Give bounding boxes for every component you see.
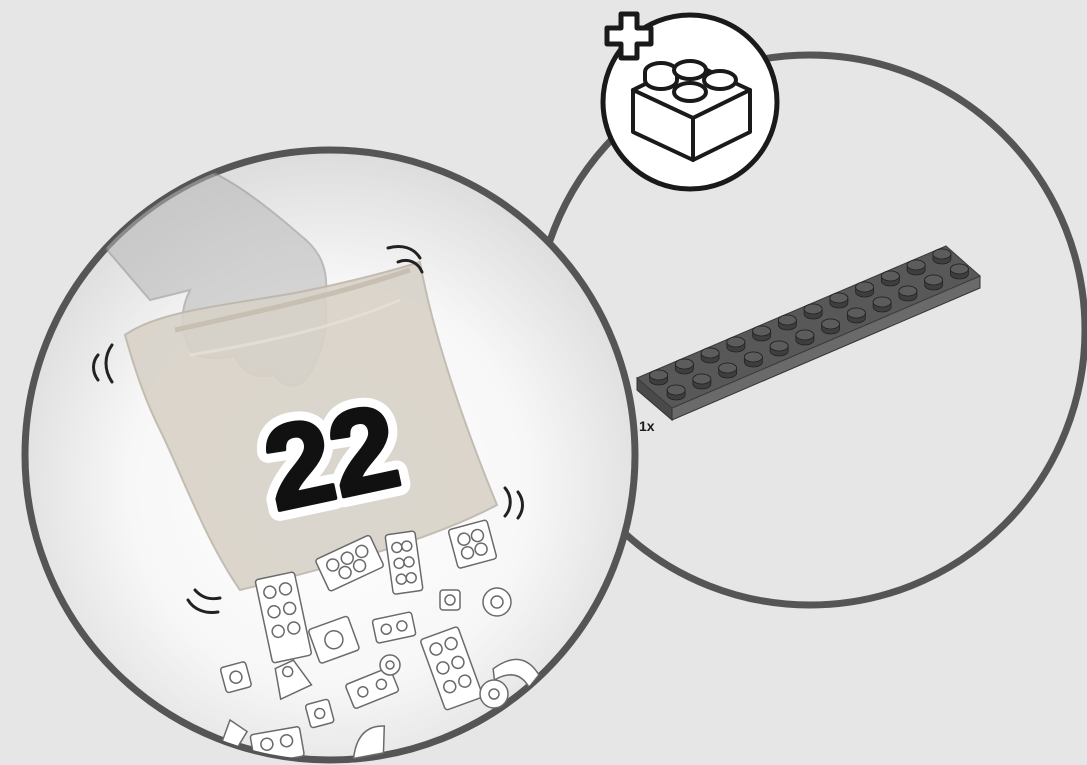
plate-stud-top xyxy=(899,286,917,296)
plate-stud-top xyxy=(822,319,840,329)
plate-stud-top xyxy=(693,374,711,384)
plate-stud-top xyxy=(675,359,693,369)
plate-stud-top xyxy=(727,337,745,347)
part-quantity-label: 1x xyxy=(639,418,655,434)
plate-stud-top xyxy=(830,293,848,303)
plate-stud-top xyxy=(950,264,968,274)
plate-stud-top xyxy=(881,271,899,281)
plate-stud-top xyxy=(778,315,796,325)
plate-stud-top xyxy=(667,385,685,395)
plate-stud-top xyxy=(719,363,737,373)
plate-stud-top xyxy=(650,370,668,380)
plate-stud-top xyxy=(856,282,874,292)
plate-stud-top xyxy=(873,297,891,307)
plate-stud-top xyxy=(701,348,719,358)
plate-stud-top xyxy=(770,341,788,351)
plate-stud-top xyxy=(907,260,925,270)
plate-stud-top xyxy=(925,275,943,285)
plate-stud-top xyxy=(744,352,762,362)
plate-stud-top xyxy=(753,326,771,336)
plate-stud-top xyxy=(796,330,814,340)
add-brick-icon xyxy=(603,14,777,189)
bag-number: 22 xyxy=(254,380,410,536)
plate-stud-top xyxy=(847,308,865,318)
plate-stud-top xyxy=(933,249,951,259)
plate-stud-top xyxy=(804,304,822,314)
